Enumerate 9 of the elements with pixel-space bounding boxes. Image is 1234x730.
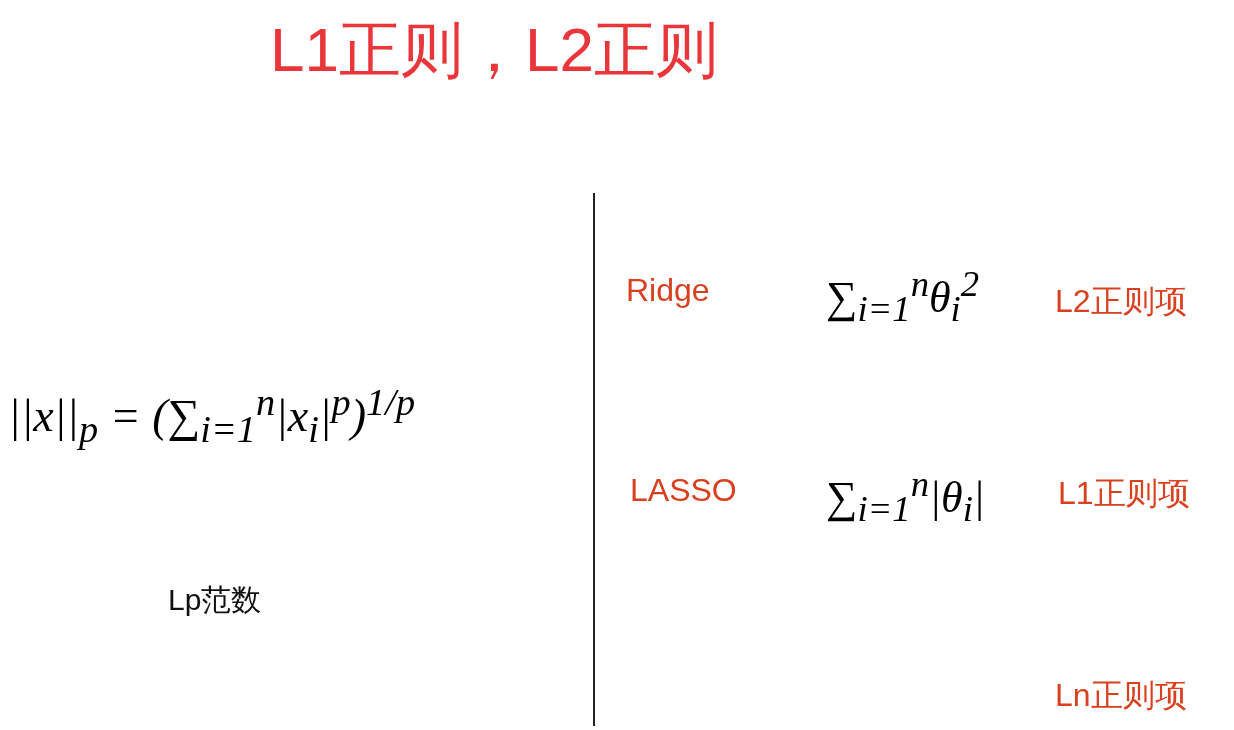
formula-caption: Lp范数 [168,582,262,618]
method-name: LASSO [630,472,737,509]
method-name: Ridge [626,272,710,309]
term-name: L2正则项 [1055,282,1187,321]
slide-title: L1正则，L2正则 [270,14,718,86]
formula: ||x||$_{p}$ = (∑$_{i=1}$$^{n}$|x$_{i}$|$^{p}$)$^{1/p}$ [8,380,416,451]
term-name: Ln正则项 [1055,676,1187,715]
term-name: L1正则项 [1058,474,1190,513]
formula: ∑$_{i=1}$$^{n}$|θ$_{i}$| [826,462,985,531]
